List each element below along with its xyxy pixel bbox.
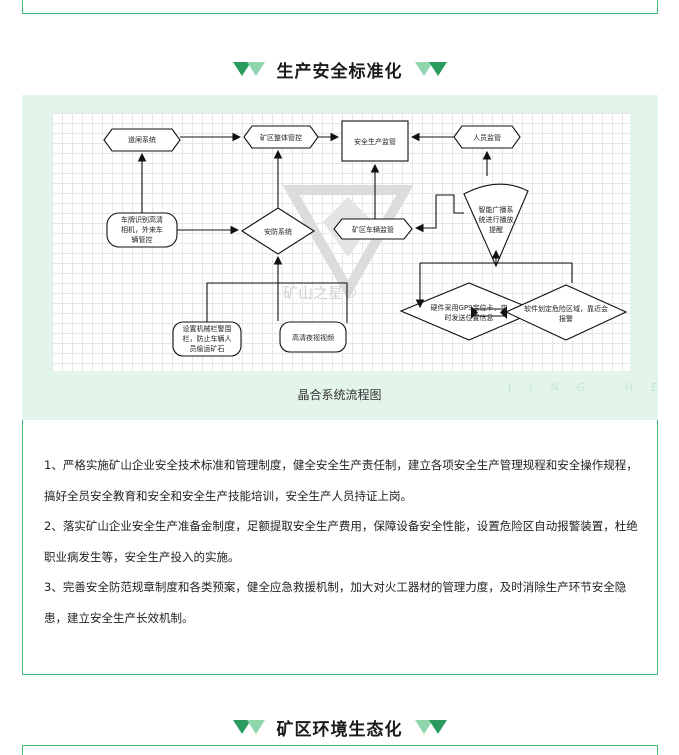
node-personnel bbox=[453, 125, 521, 149]
label-broadcast-3: 提醒 bbox=[489, 225, 503, 234]
watermark-text: 矿山之星® bbox=[283, 284, 358, 302]
node-safety-production bbox=[341, 120, 409, 162]
label-danger-1: 软件划定危险区域，靠近会 bbox=[524, 304, 608, 313]
label-barrier-2: 栏，防止车辆人 bbox=[183, 334, 232, 343]
node-gate-system bbox=[103, 128, 181, 152]
paragraph: 2、落实矿山企业安全生产准备金制度，足额提取安全生产费用，保障设备安全性能，设置… bbox=[44, 519, 638, 564]
node-hd-camera bbox=[279, 321, 347, 353]
label-gate-system: 道闸系统 bbox=[128, 135, 156, 144]
section-heading-safety: 生产安全标准化 bbox=[0, 54, 679, 84]
label-barrier-3: 员偷运矿石 bbox=[190, 344, 225, 353]
label-plate-2: 相机，外来车 bbox=[121, 225, 163, 234]
label-safety-production: 安全生产监管 bbox=[354, 137, 396, 146]
section-heading-environment: 矿区环境生态化 bbox=[0, 712, 679, 742]
flow-diagram: 道闸系统 矿区整体管控 安全生产监管 人员监管 车牌识别高清 相机，外来车 辆管… bbox=[103, 120, 628, 357]
node-broadcast bbox=[463, 183, 529, 268]
heading-decoration-right-icon bbox=[414, 62, 447, 76]
brand-watermark: JING HE bbox=[508, 381, 676, 394]
next-card-border bbox=[22, 745, 658, 755]
paragraph: 1、严格实施矿山企业安全技术标准和管理制度，健全安全生产责任制，建立各项安全生产… bbox=[44, 458, 638, 503]
label-mine-overall: 矿区整体管控 bbox=[260, 133, 302, 142]
section-title: 生产安全标准化 bbox=[276, 61, 403, 82]
paragraph: 3、完善安全防范规章制度和各类预案，健全应急救援机制，加大对火工器材的管理力度，… bbox=[44, 580, 627, 625]
label-gps-1: 硬件采用GPS定位卡，实 bbox=[430, 303, 507, 312]
node-danger-zone bbox=[504, 284, 628, 341]
label-vehicle-monitor: 矿区车辆监管 bbox=[352, 225, 394, 234]
label-hd-camera: 高清夜视视频 bbox=[292, 333, 334, 342]
label-danger-2: 报警 bbox=[559, 314, 573, 323]
label-broadcast-2: 统进行播放 bbox=[479, 215, 514, 224]
label-personnel: 人员监管 bbox=[473, 133, 501, 142]
label-security-system: 安防系统 bbox=[264, 227, 292, 236]
heading-decoration-right-icon bbox=[414, 720, 447, 734]
label-gps-2: 时发送位置信息 bbox=[445, 313, 494, 322]
node-vehicle-monitor bbox=[333, 218, 413, 240]
heading-decoration-left-icon bbox=[232, 62, 265, 76]
label-broadcast-1: 智能广播系 bbox=[479, 205, 514, 214]
heading-decoration-left-icon bbox=[232, 720, 265, 734]
section-title: 矿区环境生态化 bbox=[276, 719, 403, 740]
label-plate-3: 辆管控 bbox=[132, 235, 153, 244]
figure-caption: 晶合系统流程图 bbox=[297, 388, 382, 402]
node-security-system bbox=[240, 207, 316, 255]
label-barrier-1: 设置机械栏警围 bbox=[183, 324, 232, 333]
previous-card-border bbox=[22, 0, 658, 14]
label-plate-1: 车牌识别高清 bbox=[121, 215, 163, 224]
article-body: 1、严格实施矿山企业安全技术标准和管理制度，健全安全生产责任制，建立各项安全生产… bbox=[44, 450, 640, 633]
